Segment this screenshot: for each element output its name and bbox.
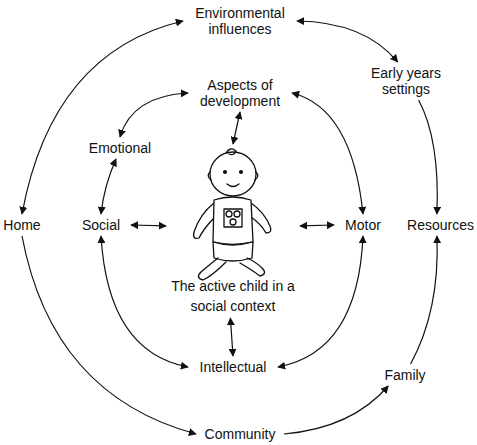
baby-ear [255,172,258,180]
baby-ear [208,172,211,180]
baby-left-leg [198,258,226,280]
arrow-connector [292,93,363,214]
node-label: Early years settings [364,65,448,97]
arrow-connector [284,386,388,434]
node-label: Family [384,367,425,383]
text-node: Social [73,216,129,234]
text-node: The active child in a social context [168,146,298,316]
node-label: Social [82,217,120,233]
arrow-connector [230,318,233,356]
baby-right-leg [240,258,265,276]
shirt-dot [230,219,236,225]
node-label: Intellectual [200,359,267,375]
arrow-connector [131,224,166,226]
arrow-connector [22,21,183,214]
baby-eye [224,171,227,174]
arrow-connector [101,159,116,214]
arrow-connector [278,236,363,367]
arrow-connector [22,236,196,434]
text-node: Family [377,366,433,384]
node-label: Environmental influences [185,5,295,37]
node-label: Aspects of development [190,77,290,109]
arrow-connector [419,100,438,214]
node-label: Home [3,217,40,233]
shirt-dot [226,211,232,217]
node-label: The active child in a social context [168,276,298,316]
text-node: Resources [404,216,477,234]
text-node: Early years settings [364,64,448,98]
baby-hair-curl [226,149,236,155]
arrow-connector [120,93,188,137]
baby-mouth [227,184,239,187]
node-label: Resources [407,217,474,233]
baby-head [210,152,256,196]
text-node: Emotional [80,139,160,157]
node-label: Community [205,426,276,442]
shirt-patch [224,209,242,227]
shirt-dot [234,211,240,217]
node-label: Motor [345,217,381,233]
node-label: Emotional [89,140,151,156]
text-node: Aspects of development [190,76,290,110]
arrow-connector [297,21,398,62]
text-node: Environmental influences [185,4,295,38]
baby-right-arm [251,203,271,233]
text-node: Community [198,425,282,443]
baby-shirt [213,197,253,245]
arrow-connector [233,112,240,144]
arrow-connector [300,224,334,226]
text-node: Intellectual [190,358,276,376]
arrow-connector [101,236,188,367]
baby-left-arm [194,203,214,238]
text-node: Motor [336,216,390,234]
baby-eye [240,171,243,174]
text-node: Home [0,216,44,234]
arrow-connector [411,236,438,364]
